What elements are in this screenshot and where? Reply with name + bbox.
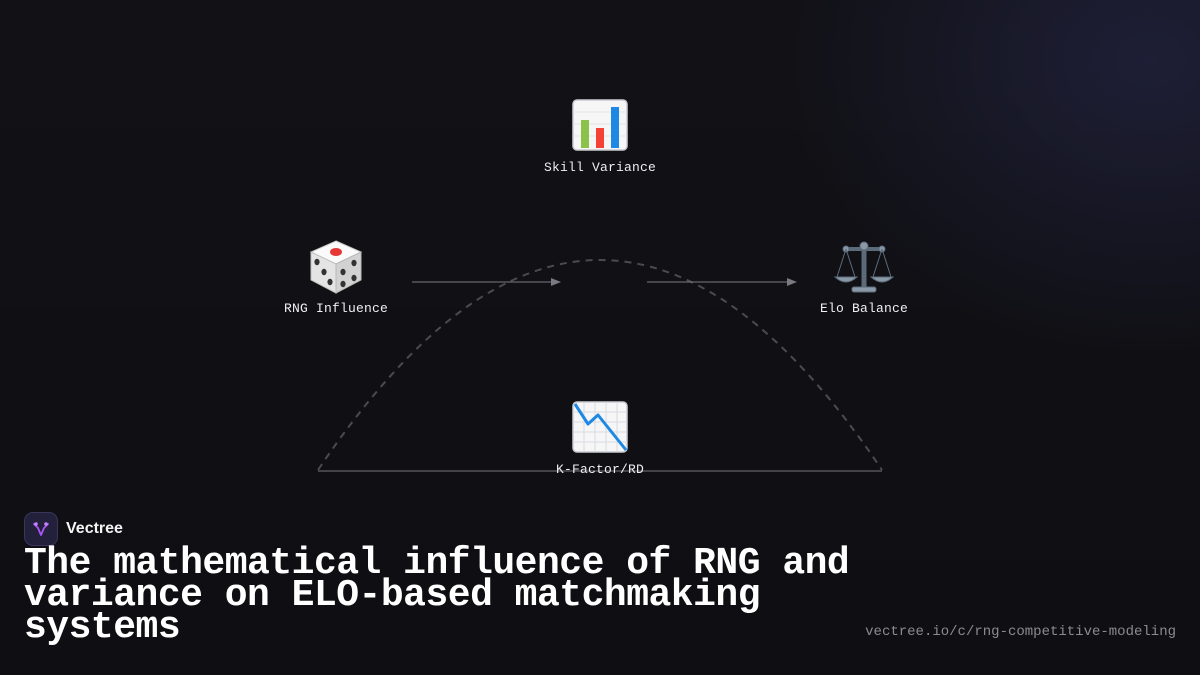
brand: Vectree bbox=[24, 512, 123, 546]
node-label: RNG Influence bbox=[283, 301, 389, 316]
dice-icon bbox=[236, 237, 436, 297]
node-skill-variance: Skill Variance bbox=[500, 96, 700, 175]
page-title: The mathematical influence of RNG and va… bbox=[24, 542, 850, 649]
source-url[interactable]: vectree.io/c/rng-competitive-modeling bbox=[865, 624, 1176, 640]
bar-chart-icon bbox=[500, 96, 700, 156]
node-label: Elo Balance bbox=[819, 301, 908, 316]
node-k-factor-rd: K-Factor/RD bbox=[500, 398, 700, 477]
node-elo-balance: Elo Balance bbox=[764, 237, 964, 316]
node-rng-influence: RNG Influence bbox=[236, 237, 436, 316]
dashed-arc bbox=[317, 259, 883, 471]
brand-name: Vectree bbox=[66, 520, 123, 537]
vectree-logo-icon bbox=[24, 512, 58, 546]
node-label: Skill Variance bbox=[543, 160, 657, 175]
node-label: K-Factor/RD bbox=[555, 462, 644, 477]
balance-scale-icon bbox=[764, 237, 964, 297]
chart-decreasing-icon bbox=[500, 398, 700, 458]
